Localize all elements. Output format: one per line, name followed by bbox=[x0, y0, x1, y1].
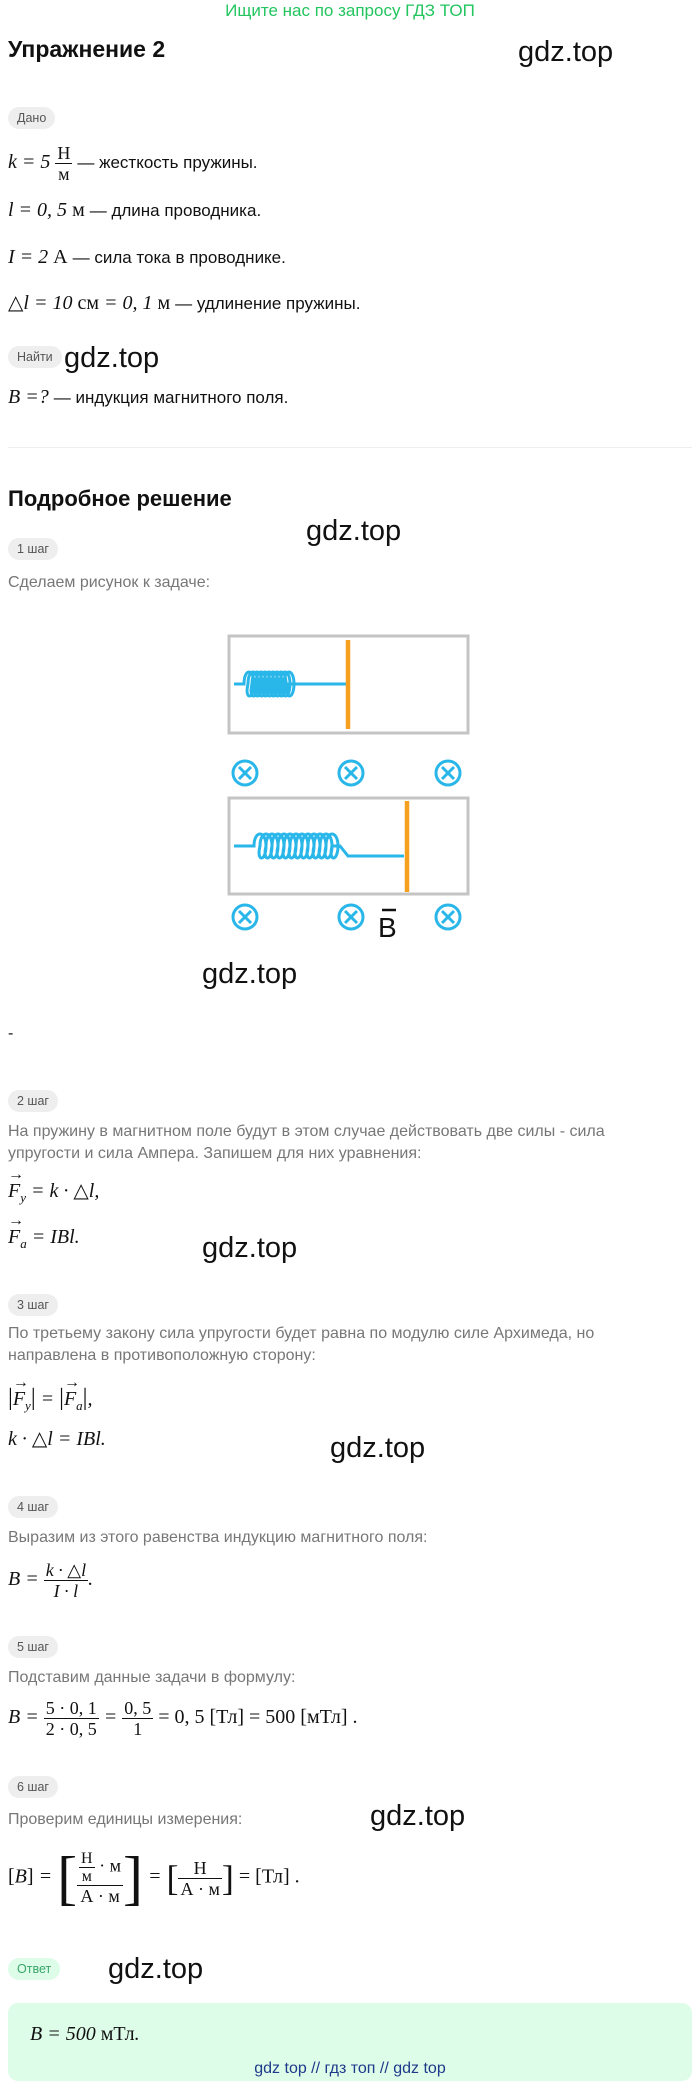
frame-bottom bbox=[227, 796, 470, 896]
step6-text: Проверим единицы измерения: bbox=[8, 1811, 243, 1828]
page-title: Упражнение 2 bbox=[8, 36, 166, 62]
find-b: B =? — индукция магнитного поля. bbox=[8, 386, 289, 408]
top-banner[interactable]: Ищите нас по запросу ГДЗ ТОП bbox=[225, 1, 475, 20]
watermark: gdz.top bbox=[370, 1800, 466, 1832]
divider bbox=[8, 447, 692, 448]
answer-value: B = 500 мТл. bbox=[30, 2023, 140, 2045]
spring-top bbox=[234, 670, 348, 698]
step2-text-1: На пружину в магнитном поле будут в этом… bbox=[8, 1123, 605, 1140]
step4-text: Выразим из этого равенства индукцию магн… bbox=[8, 1529, 428, 1546]
find-b-text: — индукция магнитного поля. bbox=[53, 388, 289, 407]
solution-title: Подробное решение bbox=[8, 486, 232, 511]
cross-icon bbox=[337, 903, 365, 931]
b-field-label: B bbox=[378, 912, 397, 943]
answer-box bbox=[8, 2003, 692, 2081]
given-dl: △l = 10 см = 0, 1 м — удлинение пружины. bbox=[8, 292, 361, 314]
step5-text: Подставим данные задачи в формулу: bbox=[8, 1669, 296, 1686]
spring-bottom bbox=[234, 832, 404, 860]
step4-chip: 4 шаг bbox=[8, 1496, 58, 1518]
cross-icon bbox=[231, 759, 259, 787]
footer-links[interactable]: gdz top // гдз топ // gdz top bbox=[254, 2060, 446, 2077]
cross-icon bbox=[231, 903, 259, 931]
step2-chip: 2 шаг bbox=[8, 1090, 58, 1112]
step3-chip: 3 шаг bbox=[8, 1294, 58, 1316]
eq-fa: Fa = IBl. bbox=[8, 1207, 80, 1258]
watermark: gdz.top bbox=[64, 342, 160, 374]
given-dl-text: — удлинение пружины. bbox=[175, 294, 361, 313]
step1-text: Сделаем рисунок к задаче: bbox=[8, 574, 211, 591]
step3-text-1: По третьему закону сила упругости будет … bbox=[8, 1325, 595, 1342]
cross-icon bbox=[434, 903, 462, 931]
watermark: gdz.top bbox=[108, 1953, 204, 1985]
given-i-text: — сила тока в проводнике. bbox=[72, 248, 286, 267]
eq-fy: Fy = k · △l, bbox=[8, 1161, 99, 1212]
given-chip: Дано bbox=[8, 107, 56, 129]
step1-dash: - bbox=[8, 1025, 14, 1042]
answer-chip: Ответ bbox=[8, 1958, 61, 1980]
spring-figure: B bbox=[227, 634, 470, 943]
cross-icon bbox=[337, 759, 365, 787]
step3-text-2: направлена в противоположную сторону: bbox=[8, 1347, 316, 1364]
step5-chip: 5 шаг bbox=[8, 1636, 58, 1658]
watermark: gdz.top bbox=[202, 1232, 298, 1264]
given-l: l = 0, 5 м — длина проводника. bbox=[8, 199, 262, 221]
watermark: gdz.top bbox=[330, 1432, 426, 1464]
watermark: gdz.top bbox=[518, 36, 614, 68]
frame-top bbox=[227, 634, 470, 735]
watermark: gdz.top bbox=[306, 515, 402, 547]
given-i: I = 2 А — сила тока в проводнике. bbox=[8, 246, 286, 268]
step2-text-2: упругости и сила Ампера. Запишем для них… bbox=[8, 1145, 422, 1162]
given-k-text: — жесткость пружины. bbox=[77, 153, 258, 173]
eq-abs: |Fy| = |Fa|, bbox=[8, 1369, 92, 1420]
watermark: gdz.top bbox=[202, 958, 298, 990]
eq-equal: k · △l = IBl. bbox=[8, 1428, 106, 1450]
find-chip: Найти bbox=[8, 346, 62, 368]
step6-chip: 6 шаг bbox=[8, 1776, 58, 1798]
step1-chip: 1 шаг bbox=[8, 538, 58, 560]
cross-icon bbox=[434, 759, 462, 787]
given-l-text: — длина проводника. bbox=[89, 201, 262, 220]
